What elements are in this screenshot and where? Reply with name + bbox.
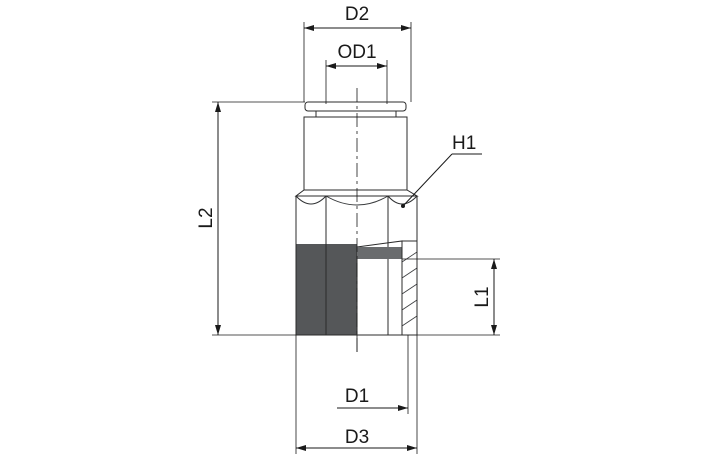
label-l2: L2 xyxy=(196,207,217,228)
release-collar xyxy=(304,101,407,112)
leader-h1: H1 xyxy=(401,133,482,208)
upper-cylinder xyxy=(303,116,408,191)
dimension-d3: D3 xyxy=(295,335,418,454)
hex-chamfer xyxy=(294,189,419,197)
bore-floor xyxy=(357,247,402,259)
fitting-body xyxy=(294,101,419,336)
collar-neck xyxy=(315,110,397,118)
label-od1: OD1 xyxy=(337,42,376,63)
label-d3: D3 xyxy=(345,427,369,448)
dimension-l2: L2 xyxy=(196,101,305,336)
dimension-d2: D2 xyxy=(303,4,412,102)
label-h1: H1 xyxy=(452,133,476,154)
dimension-od1: OD1 xyxy=(325,42,388,104)
dimension-l1: L1 xyxy=(402,258,500,336)
dimension-d1: D1 xyxy=(337,335,409,414)
label-l1: L1 xyxy=(472,286,493,307)
label-d1: D1 xyxy=(345,386,369,407)
label-d2: D2 xyxy=(345,4,369,25)
